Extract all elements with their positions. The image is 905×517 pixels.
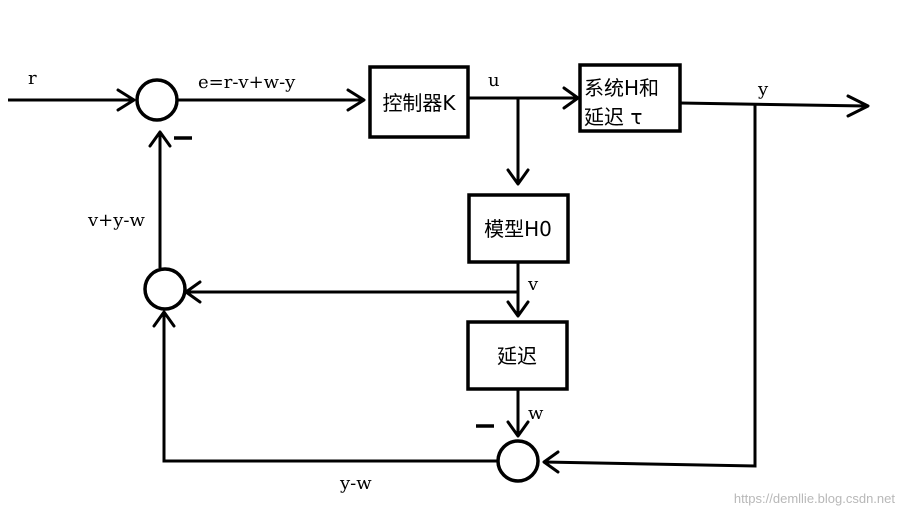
signal-e-label: e=r-v+w-y [198, 72, 296, 93]
signal-r-label: r [28, 68, 37, 89]
system-label-line1: 系统H和 [584, 76, 659, 100]
arrowhead-into-model [506, 168, 530, 186]
signal-y-minus-w-label: y-w [339, 473, 372, 494]
delay-label: 延迟 [497, 344, 537, 368]
controller-label: 控制器K [382, 91, 456, 115]
signal-u-label: u [488, 70, 500, 91]
main-summing-junction [135, 78, 179, 122]
model-label: 模型H0 [484, 217, 552, 241]
watermark-text: https://demllie.blog.csdn.net [734, 491, 896, 506]
output-y-line [679, 101, 867, 108]
arrowhead-into-inner-sum-bottom [152, 310, 176, 328]
controller-block: 控制器K [368, 65, 470, 139]
y-minus-w-line [162, 312, 498, 463]
delay-block: 延迟 [466, 320, 569, 391]
signal-v-plus-y-minus-w-label: v+y-w [87, 210, 146, 231]
signal-w-label: w [528, 403, 544, 424]
arrowhead-into-main-sum-bottom [148, 130, 172, 148]
signal-y-label: y [757, 79, 769, 100]
system-label-line2: 延迟 τ [584, 105, 642, 129]
arrowhead-y-into-bottom-sum [542, 450, 560, 474]
y-feedback-line [543, 104, 757, 468]
system-block: 系统H和 延迟 τ [578, 63, 682, 133]
arrowhead-into-delay [506, 300, 530, 318]
arrowhead-output-y [846, 94, 870, 118]
inner-summing-junction [143, 267, 187, 311]
arrowhead-into-main-sum [116, 88, 136, 112]
arrowhead-into-bottom-sum [506, 420, 530, 438]
arrowhead-into-system [562, 86, 580, 110]
bottom-summing-junction [496, 439, 540, 483]
signal-v-label: v [527, 274, 539, 295]
arrowhead-into-controller [346, 88, 366, 112]
model-block: 模型H0 [467, 193, 570, 264]
